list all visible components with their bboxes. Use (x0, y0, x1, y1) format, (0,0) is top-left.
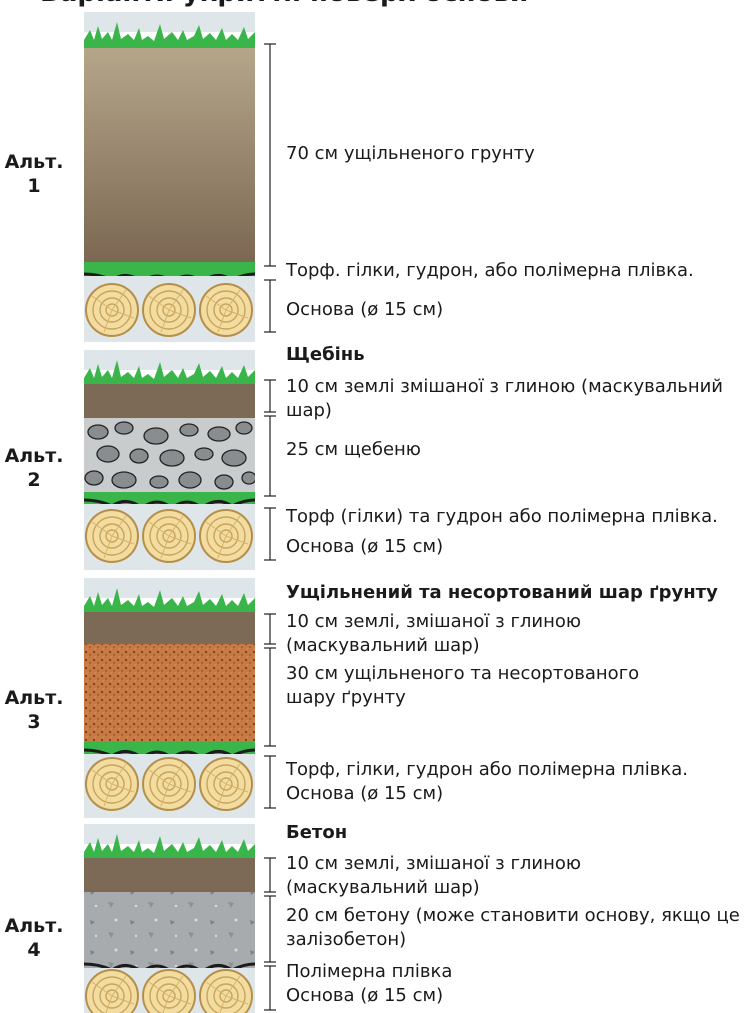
layer-text-line: 30 см ущільненого та несортованого (286, 662, 639, 686)
log-icon (86, 758, 138, 810)
layer-text: Основа (ø 15 см) (286, 298, 443, 322)
layer-text: Торф (гілки) та гудрон або полімерна плі… (286, 505, 718, 529)
alt-2-label: Альт. 2 (0, 444, 68, 492)
layer-text-line: шар) (286, 399, 723, 423)
grass-icon (84, 12, 255, 52)
layer-text: 10 см землі змішаної з глиною (маскуваль… (286, 375, 723, 423)
alt-label-prefix: Альт. (0, 686, 68, 710)
unsorted-soil-layer (84, 644, 255, 746)
log-icon (200, 284, 252, 336)
layer-text: 70 см ущільненого грунту (286, 142, 535, 166)
layer-text-line: 20 см бетону (може становити основу, якщ… (286, 904, 740, 928)
layer-text-line: 10 см землі, змішаної з глиною (286, 610, 581, 634)
peat-branches-layer (84, 742, 255, 754)
log-icon (200, 758, 252, 810)
layer-text: Основа (ø 15 см) (286, 782, 443, 806)
alt-label-number: 2 (0, 468, 68, 492)
section-heading: Бетон (286, 822, 347, 843)
log-icon (86, 284, 138, 336)
alt-label-number: 1 (0, 174, 68, 198)
concrete-layer (84, 892, 255, 968)
log-icon (143, 970, 195, 1013)
layer-text: 25 см щебеню (286, 438, 421, 462)
layer-text: 30 см ущільненого та несортованого шару … (286, 662, 639, 710)
layer-text: Торф, гілки, гудрон або полімерна плівка… (286, 758, 688, 782)
alt-label-prefix: Альт. (0, 914, 68, 938)
alt-label-prefix: Альт. (0, 444, 68, 468)
alt-1-label: Альт. 1 (0, 150, 68, 198)
alt-label-number: 3 (0, 710, 68, 734)
layer-text-line: залізобетон) (286, 928, 740, 952)
dimension-lines (258, 0, 288, 1013)
layer-text-line: 10 см землі, змішаної з глиною (286, 852, 581, 876)
section-heading: Щебінь (286, 344, 365, 365)
log-icon (200, 970, 252, 1013)
layer-text: Торф. гілки, гудрон, або полімерна плівк… (286, 259, 694, 283)
mask-soil-layer (84, 858, 255, 892)
mask-soil-layer (84, 612, 255, 644)
alt-3-label: Альт. 3 (0, 686, 68, 734)
layer-text: 10 см землі, змішаної з глиною (маскувал… (286, 852, 581, 900)
log-icon (86, 510, 138, 562)
alt-4-cross-section (84, 824, 255, 1013)
log-icon (143, 758, 195, 810)
alt-1-cross-section (84, 12, 255, 342)
alt-2-cross-section (84, 350, 255, 570)
layer-text: Основа (ø 15 см) (286, 984, 443, 1008)
peat-branches-layer (84, 262, 255, 276)
alt-4-label: Альт. 4 (0, 914, 68, 962)
layer-text: Основа (ø 15 см) (286, 535, 443, 559)
compacted-soil-layer (84, 48, 255, 268)
peat-branches-layer (84, 492, 255, 504)
layer-text: 10 см землі, змішаної з глиною (маскувал… (286, 610, 581, 658)
layer-text: 20 см бетону (може становити основу, якщ… (286, 904, 740, 952)
layer-text: Полімерна плівка (286, 960, 452, 984)
log-icon (143, 284, 195, 336)
log-icon (86, 970, 138, 1013)
alt-3-cross-section (84, 578, 255, 818)
section-heading: Ущільнений та несортований шар ґрунту (286, 582, 718, 603)
alt-label-number: 4 (0, 938, 68, 962)
alt-label-prefix: Альт. (0, 150, 68, 174)
layer-text-line: (маскувальний шар) (286, 634, 581, 658)
layer-text-line: шару ґрунту (286, 686, 639, 710)
log-icon (200, 510, 252, 562)
log-icon (143, 510, 195, 562)
layer-text-line: (маскувальний шар) (286, 876, 581, 900)
layer-text-line: 10 см землі змішаної з глиною (маскуваль… (286, 375, 723, 399)
mask-soil-layer (84, 384, 255, 418)
